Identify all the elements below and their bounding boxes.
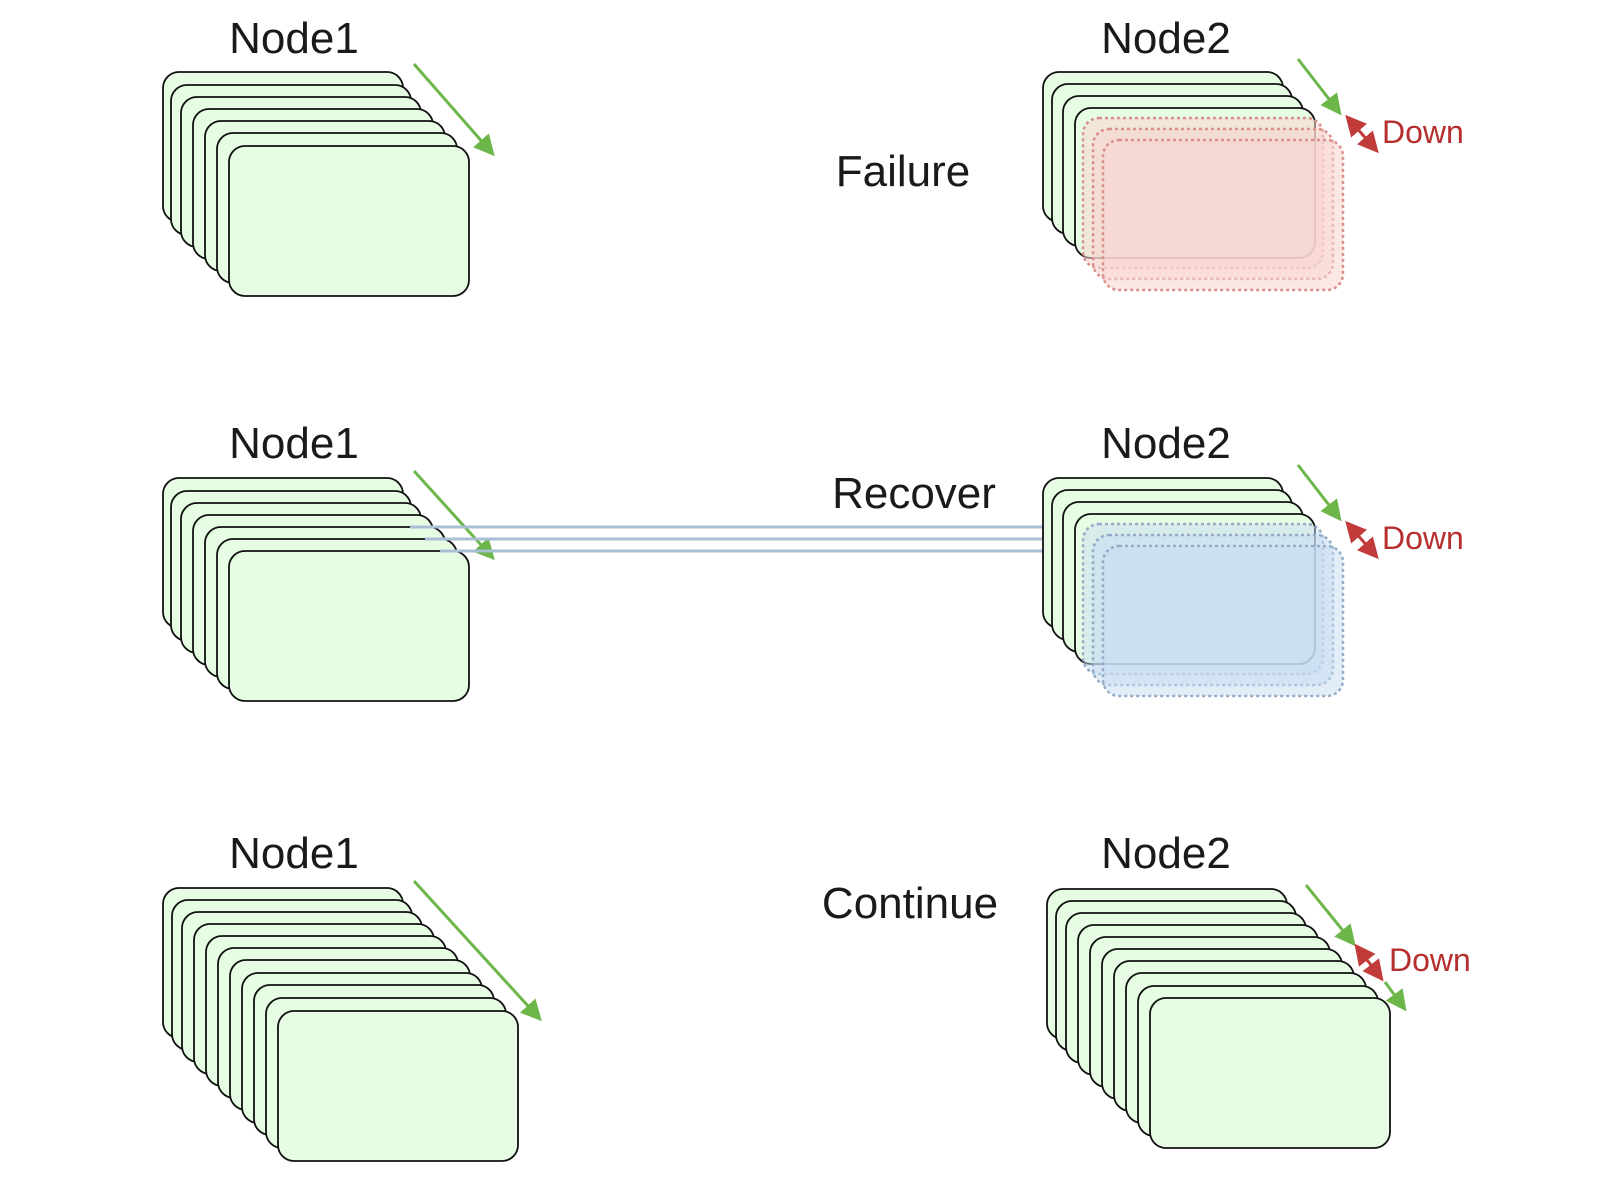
node1-card-stack (162, 71, 470, 297)
failed-card (1101, 138, 1345, 292)
down-range-arrow (1345, 520, 1379, 560)
stack-card (228, 550, 470, 702)
row-recover: Node1 Recover Node2 (162, 419, 1464, 702)
node1-title: Node1 (229, 829, 359, 878)
resumed-arrow (1383, 981, 1407, 1012)
progress-arrow (412, 63, 495, 157)
node1-card-stack (162, 477, 470, 702)
node2-panel: Node2 Down (1042, 419, 1464, 698)
failed-card-stack (1081, 116, 1345, 292)
node2-title: Node2 (1101, 829, 1231, 878)
progress-arrow (412, 879, 542, 1022)
down-label: Down (1382, 114, 1464, 150)
node2-title: Node2 (1101, 14, 1231, 63)
node1-title: Node1 (229, 419, 359, 468)
step-label: Continue (822, 879, 998, 928)
down-label: Down (1382, 520, 1464, 556)
recovered-card-stack (1081, 522, 1345, 698)
node2-title: Node2 (1101, 419, 1231, 468)
progress-arrow (1304, 884, 1356, 947)
recovered-card (1101, 544, 1345, 698)
row-failure: Node1 Failure Node2 (162, 14, 1464, 297)
node1-panel: Node1 (162, 419, 495, 702)
node1-title: Node1 (229, 14, 359, 63)
stack-card (277, 1010, 519, 1162)
node2-panel: Node2 Down (1046, 829, 1471, 1149)
down-range-arrow (1354, 943, 1384, 982)
progress-arrow (1296, 58, 1342, 116)
row-continue: Node1 Continue Node2 (162, 829, 1471, 1162)
down-range-arrow (1345, 114, 1379, 154)
replication-arrows (410, 516, 1127, 562)
node2-panel: Node2 Down (1042, 14, 1464, 292)
stack-card (228, 145, 470, 297)
node2-card-stack (1046, 888, 1391, 1149)
step-label: Recover (832, 469, 996, 518)
progress-arrow (1296, 464, 1342, 522)
progress-arrow (412, 469, 495, 561)
down-label: Down (1389, 942, 1471, 978)
stack-card (1149, 997, 1391, 1149)
node1-card-stack (162, 887, 519, 1162)
step-label: Failure (836, 147, 971, 196)
node1-panel: Node1 (162, 829, 542, 1162)
node1-panel: Node1 (162, 14, 495, 297)
